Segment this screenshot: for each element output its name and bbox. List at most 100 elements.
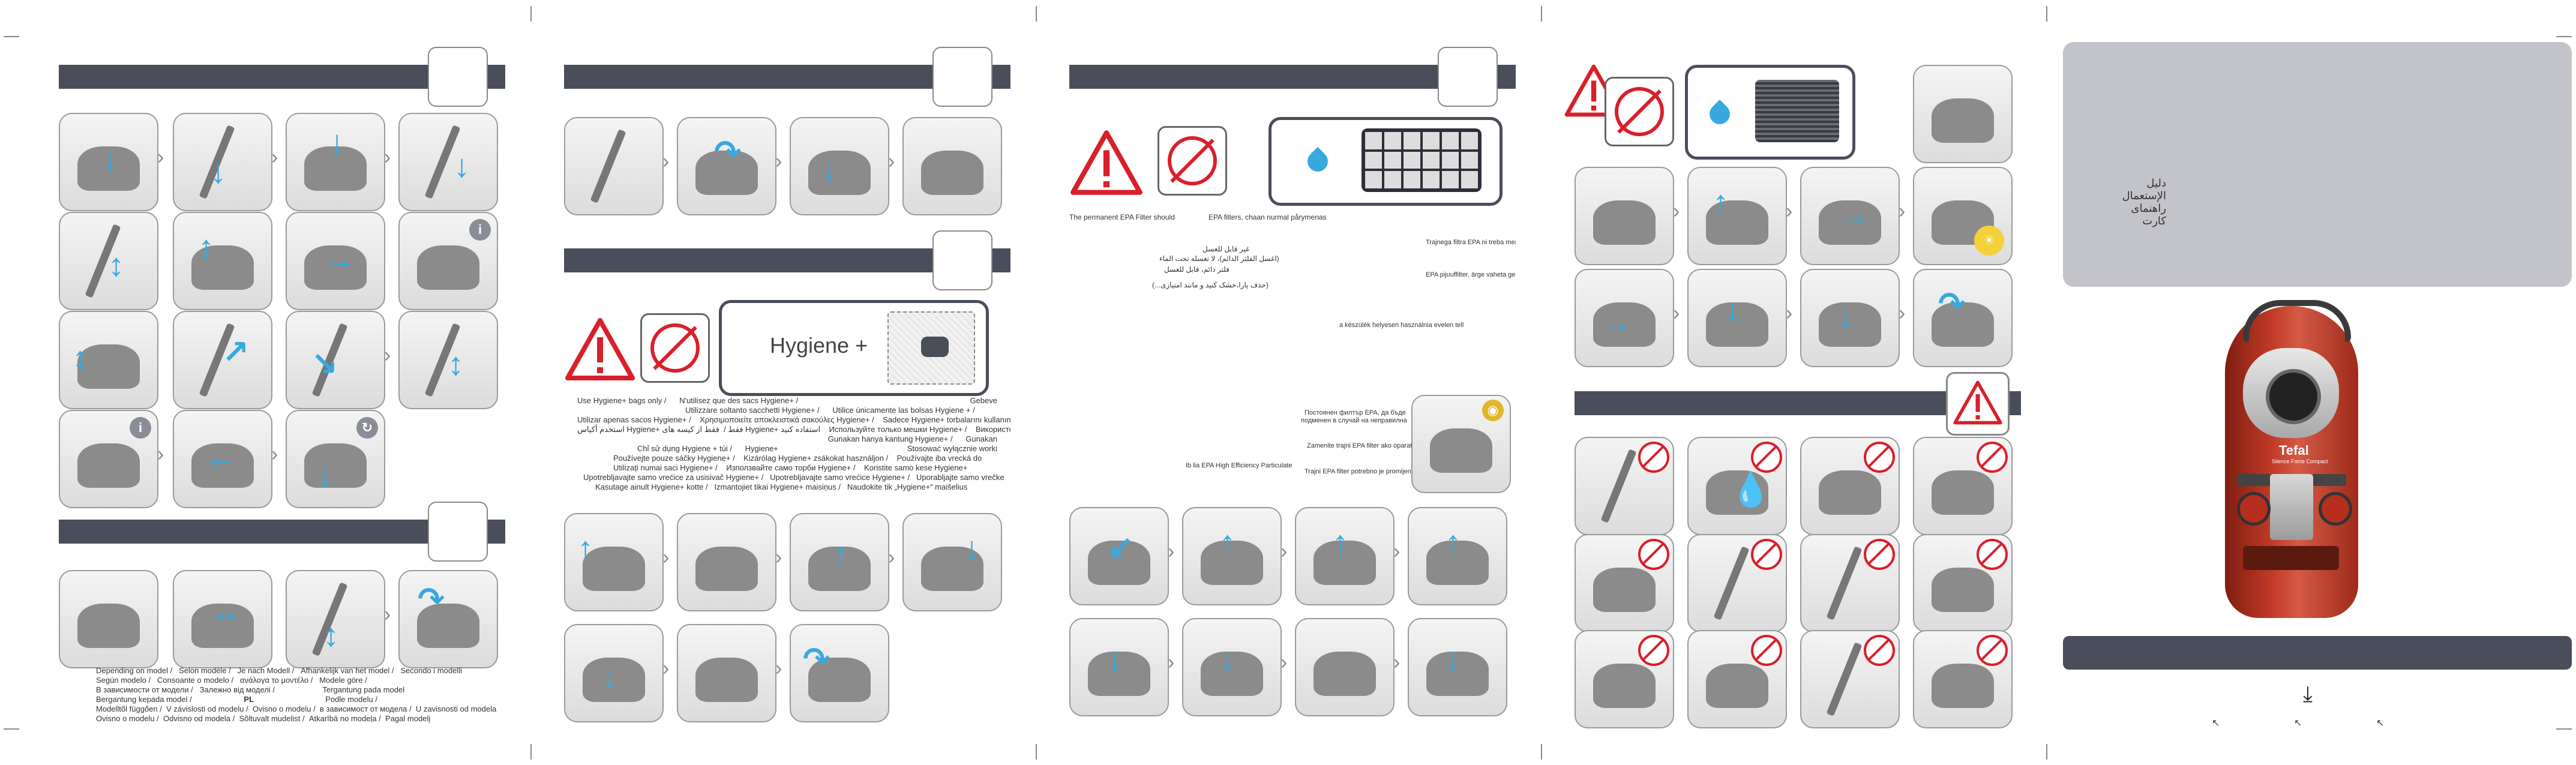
hygiene-bag-box: Hygiene +: [719, 300, 989, 396]
prohibited-tile: [1800, 534, 1900, 632]
prohibited-tile: [1687, 630, 1787, 728]
section-thumbnail: [932, 230, 992, 290]
epa-text-ar4: (حذف يارا،خشک کنید و مانند امتیازی...): [1152, 281, 1268, 289]
prohibited-icon: [1638, 539, 1669, 570]
epa-text-sr: Zamenite trajni EPA filter ako oparati: [1307, 442, 1414, 449]
prohibited-icon: [1638, 442, 1669, 473]
chevron-right-icon: ›: [271, 443, 278, 466]
step-tile: ↓: [1800, 269, 1900, 367]
section-thumbnail: [1438, 47, 1498, 107]
chevron-right-icon: ›: [157, 146, 164, 169]
chevron-right-icon: ›: [775, 150, 782, 173]
step-tile: ↕: [286, 570, 385, 668]
step-tile: [1575, 167, 1674, 265]
chevron-right-icon: ›: [157, 443, 164, 466]
prohibited-tile: [1575, 630, 1674, 728]
prohibited-tile: [1575, 534, 1674, 632]
epa-text-sl: Trajnega filtra EPA ni treba menjavati: [1426, 239, 1516, 246]
crop-mark: [530, 744, 532, 760]
step-tile: ↓: [790, 117, 889, 215]
step-tile: ↷: [677, 117, 776, 215]
chevron-right-icon: ›: [775, 657, 782, 680]
prohibited-tile: [1800, 437, 1900, 535]
epa-text-et: EPA pijuuffilter, ärge vaheta gei vesta …: [1426, 271, 1516, 278]
step-tile: ↓↻: [286, 410, 385, 508]
step-tile: [1913, 65, 2013, 163]
step-tile: ↓: [1408, 618, 1507, 716]
step-tile: ↓: [902, 513, 1002, 611]
chevron-right-icon: ›: [1168, 651, 1175, 674]
step-tile: ↔: [173, 570, 272, 668]
product-brand: Tefal: [2279, 443, 2309, 458]
chevron-right-icon: ›: [1673, 302, 1680, 325]
step-tile: ↑: [1408, 507, 1507, 605]
chevron-right-icon: ›: [662, 657, 670, 680]
epa-text-ar3: فلتر دائم، قابل للغسل: [1164, 265, 1229, 274]
crop-mark: [1541, 744, 1542, 760]
step-tile: ↷: [790, 624, 889, 722]
prohibited-icon: [1977, 635, 2008, 666]
crop-mark: [2046, 6, 2047, 22]
step-tile: ↗: [173, 311, 272, 409]
cursor-icon: ↖: [2294, 718, 2302, 728]
crop-mark: [1541, 6, 1542, 22]
crop-mark: [4, 728, 19, 730]
epa-text-ar1: غير قابل للغسل: [1202, 245, 1250, 253]
hygiene-warning-text: Use Hygiene+ bags only / N'utilisez que …: [577, 396, 1010, 491]
step-tile: ↓: [1687, 269, 1787, 367]
prohibited-icon: [1864, 442, 1895, 473]
panel-1: ↓ › ↓ › ↓ › ↓ ↕ ↕ → i ↕ ↗ ↘ › ↕ i › ← › …: [0, 0, 505, 765]
prohibited-icon: [1751, 635, 1782, 666]
water-drop-icon: [1705, 99, 1735, 129]
cover-bottom-band: [2063, 636, 2572, 670]
crop-mark: [2046, 744, 2047, 760]
chevron-right-icon: ›: [1393, 651, 1401, 674]
vacuum-product-image: Tefal Silence Force Compact: [2201, 294, 2381, 630]
warning-box: [1946, 372, 2010, 436]
chevron-right-icon: ›: [384, 603, 391, 626]
section-thumbnail: [428, 502, 488, 562]
step-tile: [59, 570, 158, 668]
prohibited-tile: [1913, 630, 2013, 728]
step-tile: ↘: [286, 311, 385, 409]
chevron-right-icon: ›: [888, 150, 895, 173]
chevron-right-icon: ›: [1786, 302, 1793, 325]
epa-text-en: The permanent EPA Filter should: [1069, 213, 1175, 221]
step-tile: ↕: [59, 311, 158, 409]
prohibited-tile: [1913, 437, 2013, 535]
no-water-icon: [1157, 126, 1227, 196]
epa-text-hr: Trajni EPA filter potrebno je promijenit…: [1305, 468, 1416, 475]
crop-mark: [2556, 728, 2572, 730]
prohibited-tile: 💧: [1687, 437, 1787, 535]
crop-mark: [2556, 36, 2572, 37]
chevron-right-icon: ›: [888, 546, 895, 569]
step-tile: ↓: [1182, 618, 1282, 716]
step-tile: ↓: [173, 113, 272, 211]
step-tile: →: [1800, 167, 1900, 265]
crop-mark: [1036, 6, 1037, 22]
filter-illustration: [1362, 128, 1482, 192]
chevron-right-icon: ›: [1786, 200, 1793, 223]
no-water-icon: [640, 313, 710, 383]
chevron-right-icon: ›: [662, 546, 670, 569]
prohibited-tile: [1575, 437, 1674, 535]
product-model-line: Silence Force Compact: [2272, 458, 2328, 464]
epa-filter-box: [1268, 117, 1503, 206]
chevron-right-icon: ›: [384, 146, 391, 169]
step-tile: [1295, 618, 1395, 716]
info-icon: i: [130, 417, 151, 439]
chevron-right-icon: ›: [1280, 540, 1288, 563]
step-tile: [677, 624, 776, 722]
step-tile: i: [398, 212, 498, 310]
step-tile: →: [1575, 269, 1674, 367]
washable-filter-box: [1685, 65, 1855, 160]
crop-mark: [530, 6, 532, 22]
step-tile: ↓: [1069, 618, 1169, 716]
download-icon: ⤓: [2303, 682, 2313, 706]
chevron-right-icon: ›: [1280, 651, 1288, 674]
prohibited-icon: [1864, 539, 1895, 570]
chevron-right-icon: ›: [384, 344, 391, 367]
step-tile: ↙: [1069, 507, 1169, 605]
epa-text-hu: a készülék helyesen használnia evelen te…: [1339, 322, 1464, 329]
prohibited-icon: [1977, 539, 2008, 570]
